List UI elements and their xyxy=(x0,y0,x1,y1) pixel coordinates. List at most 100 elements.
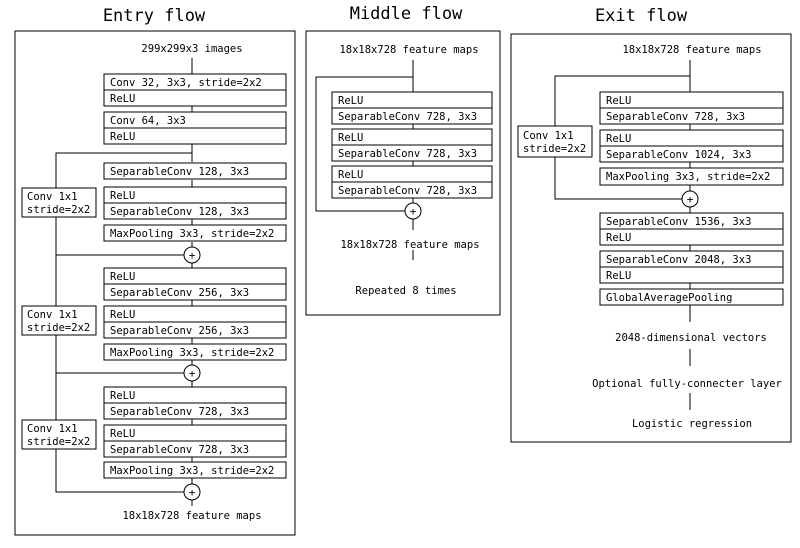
layer-label: SeparableConv 1536, 3x3 xyxy=(606,216,751,228)
layer-label: Conv 1x1 xyxy=(523,130,574,142)
layer-box xyxy=(103,440,287,458)
layer-label: ReLU xyxy=(338,95,363,107)
layer-block: ReLU SeparableConv 256, 3x3 xyxy=(103,267,287,301)
layer-box xyxy=(331,107,493,125)
add-circle xyxy=(183,483,201,501)
exit-flow: Exit flow 18x18x728 feature maps ReLU Se… xyxy=(510,6,792,443)
exit-output-label: Logistic regression xyxy=(632,418,752,430)
layer-block: SeparableConv 2048, 3x3 ReLU xyxy=(599,250,784,284)
layer-label: SeparableConv 728, 3x3 xyxy=(338,148,477,160)
layer-block: ReLU SeparableConv 128, 3x3 xyxy=(103,186,287,220)
add-node: + xyxy=(404,202,422,220)
layer-block: MaxPooling 3x3, stride=2x2 xyxy=(103,224,287,242)
layer-box xyxy=(103,283,287,301)
layer-label: ReLU xyxy=(606,232,631,244)
layer-block: ReLU SeparableConv 728, 3x3 xyxy=(599,91,784,125)
layer-label: MaxPooling 3x3, stride=2x2 xyxy=(110,347,274,359)
layer-box xyxy=(103,402,287,420)
layer-box xyxy=(103,321,287,339)
layer-box xyxy=(599,266,784,284)
layer-label: SeparableConv 256, 3x3 xyxy=(110,325,249,337)
layer-block: ReLU SeparableConv 728, 3x3 xyxy=(103,386,287,420)
layer-box xyxy=(599,145,784,163)
layer-box xyxy=(103,202,287,220)
entry-output-label: 18x18x728 feature maps xyxy=(122,510,261,522)
entry-input-label: 299x299x3 images xyxy=(141,43,242,55)
add-symbol: + xyxy=(189,367,196,380)
entry-flow-title: Entry flow xyxy=(103,6,206,26)
layer-box xyxy=(103,127,287,145)
repeat-note: Repeated 8 times xyxy=(355,285,456,297)
layer-label: ReLU xyxy=(110,190,135,202)
shortcut-conv-box: Conv 1x1 stride=2x2 xyxy=(517,125,593,158)
layer-label: GlobalAveragePooling xyxy=(606,292,732,304)
layer-block: ReLU SeparableConv 728, 3x3 xyxy=(331,91,493,125)
layer-label: SeparableConv 2048, 3x3 xyxy=(606,254,751,266)
layer-label: SeparableConv 728, 3x3 xyxy=(338,185,477,197)
layer-label: Conv 1x1 xyxy=(27,191,78,203)
add-node: + xyxy=(183,246,201,264)
add-symbol: + xyxy=(189,249,196,262)
layer-label: ReLU xyxy=(338,132,363,144)
layer-label: ReLU xyxy=(606,133,631,145)
layer-box xyxy=(103,224,287,242)
layer-block: ReLU SeparableConv 256, 3x3 xyxy=(103,305,287,339)
layer-label: ReLU xyxy=(110,93,135,105)
layer-block: SeparableConv 128, 3x3 xyxy=(103,162,287,180)
layer-label: Conv 64, 3x3 xyxy=(110,115,186,127)
layer-box xyxy=(599,288,784,306)
layer-label: MaxPooling 3x3, stride=2x2 xyxy=(110,465,274,477)
repeat-loop-connection xyxy=(315,76,413,212)
layer-box xyxy=(599,167,784,186)
exit-flow-frame xyxy=(510,33,792,443)
residual-connection xyxy=(55,373,184,493)
middle-flow: Middle flow 18x18x728 feature maps ReLU … xyxy=(305,4,501,316)
layer-block: GlobalAveragePooling xyxy=(599,288,784,306)
layer-label: stride=2x2 xyxy=(27,436,90,448)
layer-block: ReLU SeparableConv 728, 3x3 xyxy=(331,165,493,199)
layer-block: MaxPooling 3x3, stride=2x2 xyxy=(599,167,784,186)
shortcut-conv-box: Conv 1x1 stride=2x2 xyxy=(21,419,97,450)
add-circle xyxy=(183,246,201,264)
layer-label: stride=2x2 xyxy=(523,143,586,155)
layer-label: SeparableConv 728, 3x3 xyxy=(110,444,249,456)
layer-box xyxy=(103,162,287,180)
layer-label: ReLU xyxy=(606,270,631,282)
layer-box xyxy=(517,125,593,158)
layer-label: stride=2x2 xyxy=(27,322,90,334)
add-circle xyxy=(681,190,699,208)
entry-flow: Entry flow 299x299x3 images Conv 32, 3x3… xyxy=(14,6,296,536)
layer-label: SeparableConv 728, 3x3 xyxy=(110,406,249,418)
conv-block: Conv 32, 3x3, stride=2x2 ReLU xyxy=(103,73,287,107)
layer-label: ReLU xyxy=(606,95,631,107)
layer-block: SeparableConv 1536, 3x3 ReLU xyxy=(599,212,784,246)
layer-box xyxy=(331,181,493,199)
layer-label: SeparableConv 256, 3x3 xyxy=(110,287,249,299)
layer-block: ReLU SeparableConv 1024, 3x3 xyxy=(599,129,784,163)
layer-box xyxy=(103,461,287,479)
add-node: + xyxy=(183,364,201,382)
layer-box xyxy=(599,228,784,246)
layer-label: ReLU xyxy=(110,131,135,143)
layer-box xyxy=(331,144,493,162)
layer-label: Conv 1x1 xyxy=(27,423,78,435)
add-node: + xyxy=(681,190,699,208)
exit-output-label: 2048-dimensional vectors xyxy=(615,332,767,344)
layer-label: SeparableConv 728, 3x3 xyxy=(338,111,477,123)
shortcut-conv-box: Conv 1x1 stride=2x2 xyxy=(21,187,97,218)
layer-box xyxy=(599,107,784,125)
layer-block: MaxPooling 3x3, stride=2x2 xyxy=(103,343,287,361)
middle-flow-frame xyxy=(305,30,501,316)
add-symbol: + xyxy=(410,205,417,218)
layer-label: ReLU xyxy=(110,428,135,440)
layer-label: SeparableConv 128, 3x3 xyxy=(110,206,249,218)
layer-box xyxy=(103,343,287,361)
add-circle xyxy=(183,364,201,382)
layer-label: ReLU xyxy=(110,309,135,321)
layer-label: Conv 1x1 xyxy=(27,309,78,321)
layer-label: ReLU xyxy=(110,271,135,283)
layer-box xyxy=(103,89,287,107)
add-node: + xyxy=(183,483,201,501)
middle-input-label: 18x18x728 feature maps xyxy=(339,44,478,56)
